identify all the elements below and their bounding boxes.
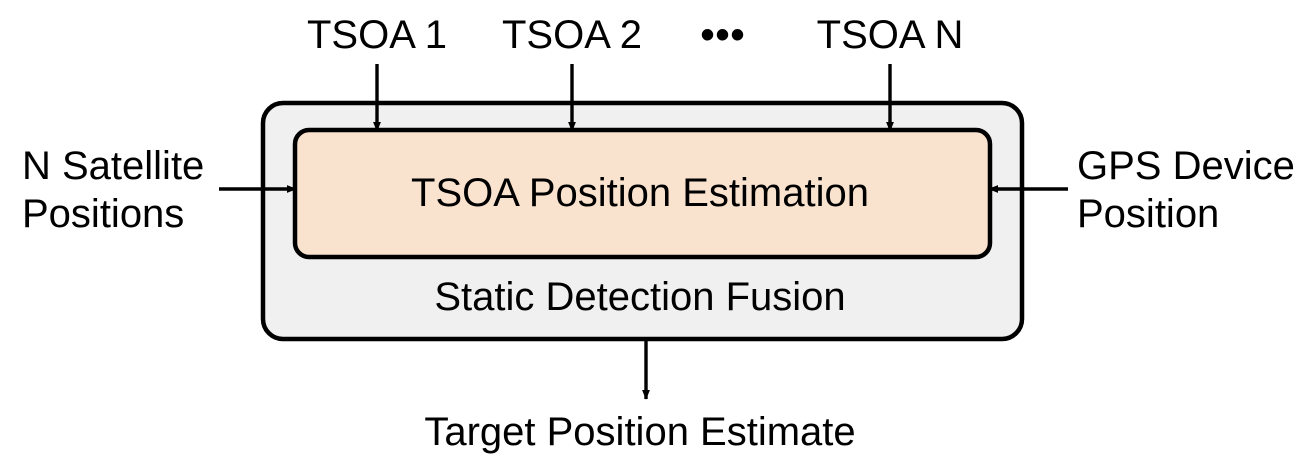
inner-block-shape [292,127,993,260]
label-gps-device-position-line1: GPS Device [1077,144,1295,188]
label-satellite-positions-line2: Positions [22,192,185,236]
ellipsis-icon: ••• [700,13,746,57]
label-satellite-positions-line1: N Satellite [22,144,205,188]
label-tsoa-2: TSOA 2 [501,13,643,57]
output-label: Target Position Estimate [424,410,856,454]
label-tsoa-1: TSOA 1 [306,13,448,57]
label-tsoa-n: TSOA N [816,13,964,57]
outer-block-label: Static Detection Fusion [434,275,846,319]
label-gps-device-position-line2: Position [1077,192,1220,236]
inner-block-label: TSOA Position Estimation [411,171,869,215]
